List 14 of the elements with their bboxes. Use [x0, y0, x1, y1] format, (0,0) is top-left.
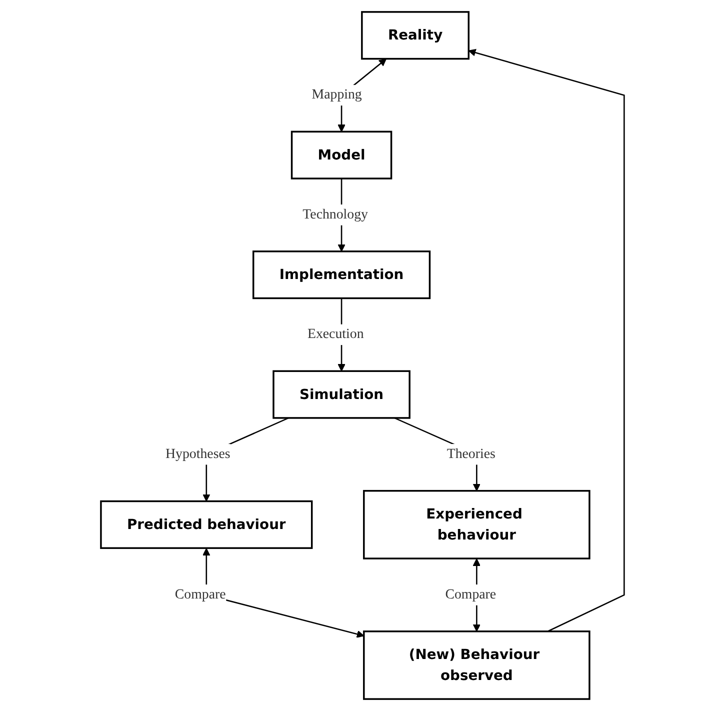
edge-label: Theories: [447, 446, 496, 462]
node-box: Simulation: [273, 370, 411, 419]
node-box: Reality: [361, 11, 470, 60]
node-box: Implementation: [252, 250, 432, 300]
edge-label: Technology: [303, 207, 368, 222]
edge-label: Execution: [308, 326, 364, 342]
edge-label: Compare: [446, 587, 497, 602]
node-box: (New) Behaviour observed: [363, 630, 591, 700]
node-box: Experienced behaviour: [363, 490, 591, 560]
edge-label: Mapping: [312, 87, 362, 102]
node-box: Model: [291, 130, 393, 180]
edge-label: Hypotheses: [166, 446, 231, 462]
node-box: Predicted behaviour: [100, 500, 314, 549]
edge-label: Compare: [175, 587, 226, 602]
